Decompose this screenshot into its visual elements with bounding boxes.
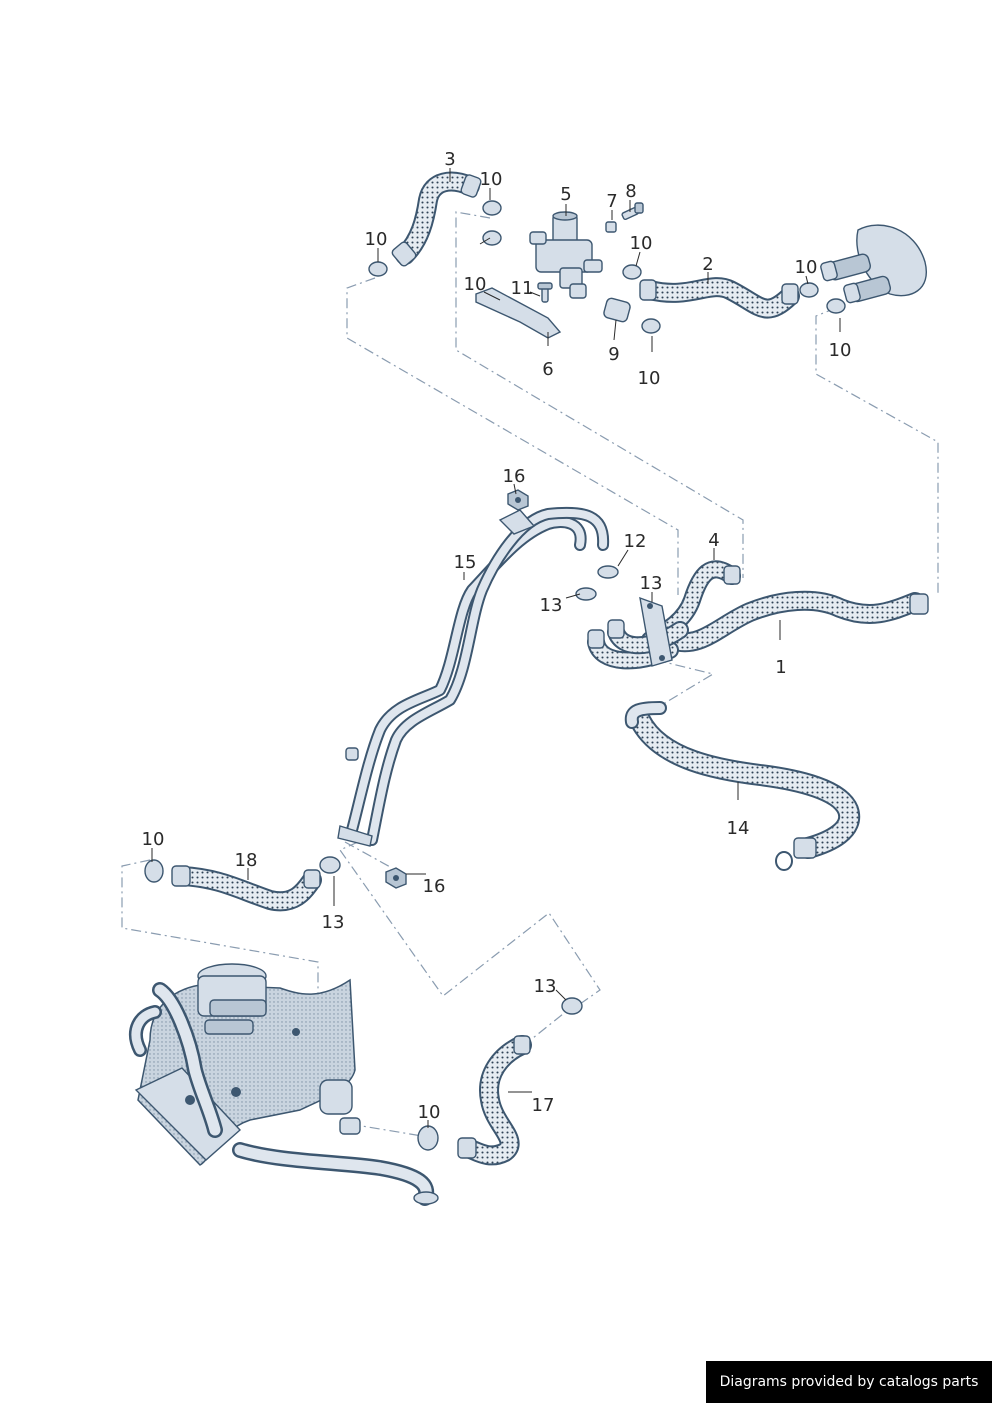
callout-13[interactable]: 12 — [623, 531, 647, 552]
callout-4[interactable]: 4 — [708, 530, 720, 551]
callout-17[interactable]: 17 — [531, 1095, 555, 1116]
clamps-13[interactable] — [319, 565, 619, 1015]
hose-3[interactable] — [391, 171, 482, 268]
callout-10[interactable]: 10 — [794, 257, 818, 278]
callout-8[interactable]: 8 — [625, 181, 637, 202]
pipe-15[interactable] — [337, 506, 610, 847]
callout-9[interactable]: 9 — [608, 344, 620, 365]
callout-3[interactable]: 3 — [444, 149, 456, 170]
callout-13[interactable]: 13 — [321, 912, 345, 933]
grommet[interactable] — [820, 224, 927, 304]
callout-14[interactable]: 14 — [726, 818, 750, 839]
callout-6[interactable]: 6 — [542, 359, 554, 380]
flange-12[interactable] — [639, 596, 673, 667]
leader-lines — [151, 168, 841, 1128]
callout-13[interactable]: 13 — [533, 976, 557, 997]
bolt-11[interactable] — [537, 282, 553, 303]
sleeve-9[interactable] — [603, 297, 631, 323]
hose-18[interactable] — [144, 859, 322, 912]
callout-10[interactable]: 10 — [637, 368, 661, 389]
callout-1[interactable]: 1 — [775, 657, 787, 678]
callout-10[interactable]: 10 — [417, 1102, 441, 1123]
credit-banner: Diagrams provided by catalogs parts — [706, 1361, 992, 1403]
nuts-16[interactable] — [385, 489, 529, 889]
heater-unit[interactable] — [129, 963, 439, 1206]
hose-17[interactable] — [417, 1035, 532, 1166]
hose-14[interactable] — [624, 701, 861, 871]
callout-10[interactable]: 10 — [364, 229, 388, 250]
callout-10[interactable]: 10 — [479, 169, 503, 190]
callout-16[interactable]: 16 — [422, 876, 446, 897]
callout-7[interactable]: 7 — [606, 191, 618, 212]
clamps-10-top[interactable] — [368, 200, 846, 334]
callout-5[interactable]: 5 — [560, 184, 572, 205]
callout-10[interactable]: 10 — [141, 829, 165, 850]
bracket-6[interactable] — [475, 287, 562, 339]
credit-text: Diagrams provided by catalogs parts — [719, 1374, 979, 1390]
hose-1[interactable] — [587, 590, 929, 670]
callout-10[interactable]: 10 — [629, 233, 653, 254]
callout-11[interactable]: 11 — [510, 278, 534, 299]
callout-10[interactable]: 10 — [463, 274, 487, 295]
callout-10[interactable]: 10 — [828, 340, 852, 361]
callout-15[interactable]: 15 — [453, 552, 477, 573]
callout-18[interactable]: 18 — [234, 850, 258, 871]
hose-2[interactable] — [639, 277, 800, 319]
callout-2[interactable]: 2 — [702, 254, 714, 275]
valve-5[interactable] — [529, 211, 603, 299]
screw-7[interactable] — [605, 221, 617, 233]
callout-16[interactable]: 16 — [502, 466, 526, 487]
callout-13[interactable]: 13 — [539, 595, 563, 616]
callout-12[interactable]: 13 — [639, 573, 663, 594]
bolt-8[interactable] — [621, 202, 644, 221]
